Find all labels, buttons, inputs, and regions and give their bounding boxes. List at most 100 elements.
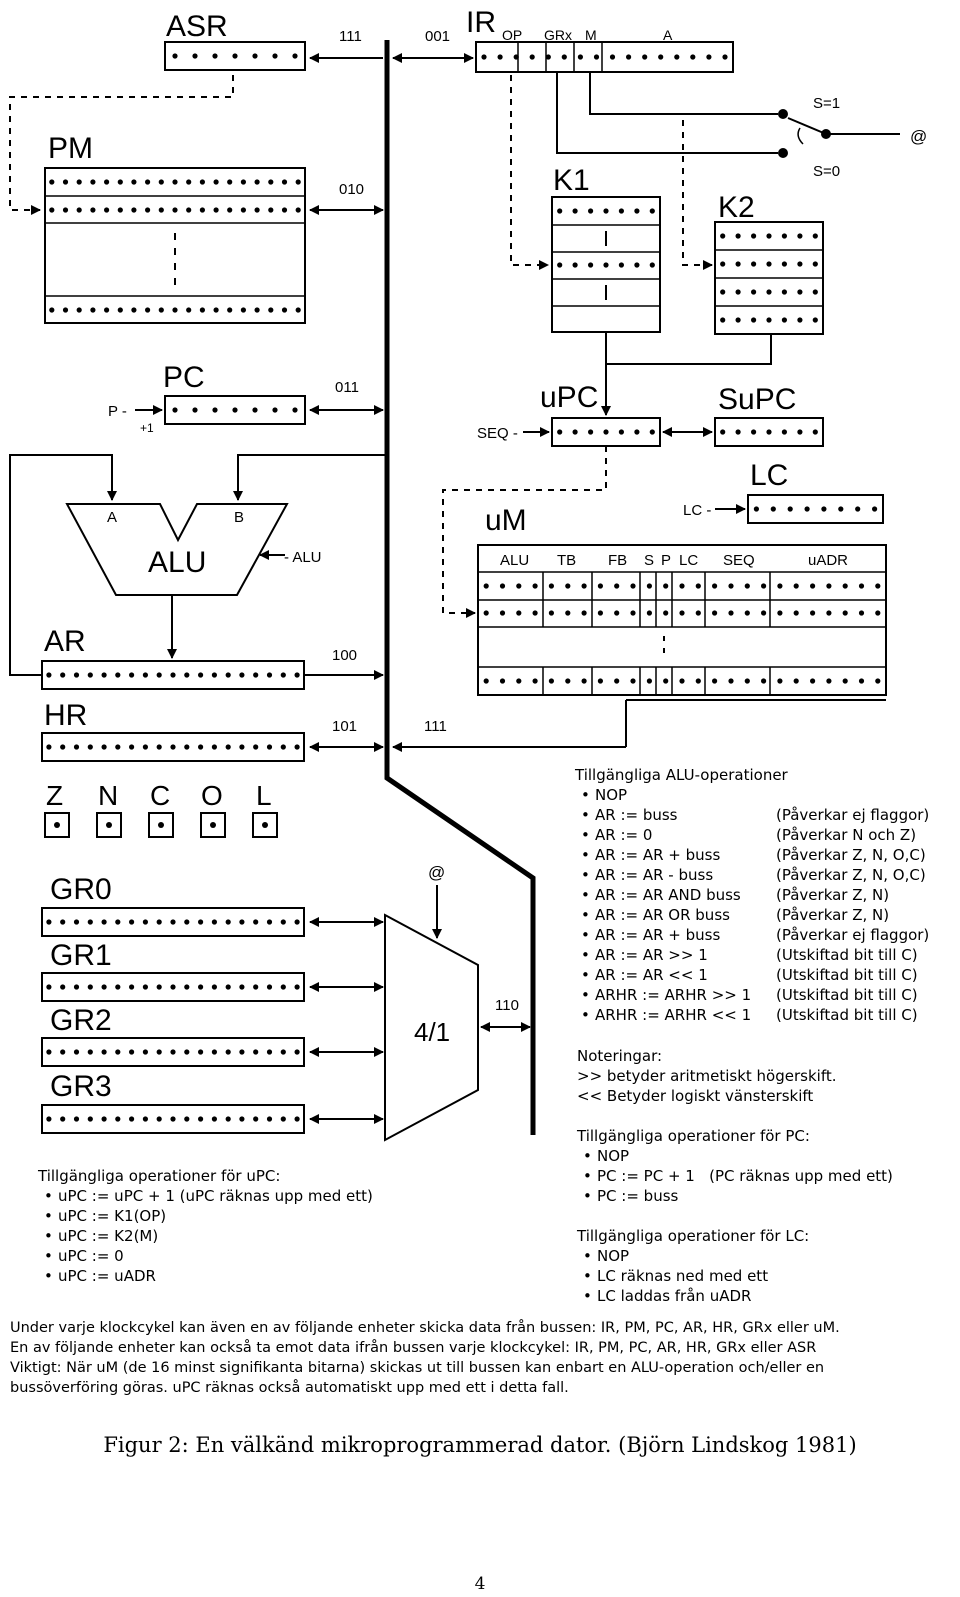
s-switch <box>778 109 900 158</box>
register-bit-dot <box>101 919 107 925</box>
register-bit-dot <box>142 744 148 750</box>
register-bit-dot <box>73 984 80 990</box>
alu-op-note: (Påverkar Z, N) <box>776 886 890 904</box>
memory-pm <box>44 167 306 324</box>
list-item: uPC := 0 <box>38 1246 373 1266</box>
register-bit-dot <box>793 610 799 616</box>
register-bit-dot <box>266 672 273 678</box>
register-bit-dot <box>735 317 741 323</box>
register-bit-dot <box>49 207 55 213</box>
register-bit-dot <box>826 583 832 589</box>
register-bit-dot <box>225 1116 231 1122</box>
supc-label: SuPC <box>718 383 796 416</box>
register-bit-dot <box>170 1049 176 1055</box>
register-bit-dot <box>104 207 110 213</box>
mux-label: 4/1 <box>414 1017 450 1047</box>
register-bit-dot <box>728 678 734 684</box>
register-bit-dot <box>777 610 783 616</box>
um-label: uM <box>485 504 527 537</box>
register-bit-dot <box>557 262 563 268</box>
register-bit-dot <box>787 506 793 512</box>
register-bit-dot <box>192 53 198 59</box>
register-bit-dot <box>777 583 783 589</box>
pc-label: PC <box>163 361 205 394</box>
register-bit-dot <box>225 984 231 990</box>
register-bit-dot <box>618 429 625 435</box>
register-bit-dot <box>129 1049 135 1055</box>
register-bit-dot <box>268 179 274 185</box>
register-bit-dot <box>658 54 664 60</box>
um-field-fb: FB <box>608 552 627 569</box>
register-bit-dot <box>294 984 300 990</box>
bus-transfer-notes: Under varje klockcykel kan även en av fö… <box>10 1318 950 1398</box>
register-bit-dot <box>593 54 600 60</box>
register-bit-dot <box>131 179 137 185</box>
register-bit-dot <box>603 429 609 435</box>
register-bit-dot <box>810 678 816 684</box>
register-bit-dot <box>281 207 288 213</box>
register-bit-dot <box>572 262 578 268</box>
register-bit-dot <box>211 744 217 750</box>
list-item: AR := AR OR buss(Påverkar Z, N) <box>575 905 889 925</box>
register-bit-dot <box>129 1116 135 1122</box>
register-bit-dot <box>145 307 151 313</box>
register-bit-dot <box>158 207 164 213</box>
register-bit-dot <box>60 672 66 678</box>
figure-caption: Figur 2: En välkänd mikroprogrammerad da… <box>103 1433 857 1457</box>
alu-b-label: B <box>234 509 244 526</box>
k1-label: K1 <box>553 164 590 197</box>
register-bit-dot <box>614 610 620 616</box>
paragraph-line: Under varje klockcykel kan även en av fö… <box>10 1320 840 1336</box>
alu-op-note: (Påverkar Z, N) <box>776 906 890 924</box>
ir-op-label: OP <box>502 27 522 43</box>
register-bit-dot <box>588 208 594 214</box>
register-bit-dot <box>73 672 80 678</box>
register-bit-dot <box>142 1116 148 1122</box>
register-bit-dot <box>142 1049 148 1055</box>
register-bit-dot <box>499 583 506 589</box>
register-bit-dot <box>821 506 827 512</box>
register-bit-dot <box>184 1049 190 1055</box>
list-item: AR := AR + buss(Påverkar ej flaggor) <box>575 925 929 945</box>
code-asr: 111 <box>339 28 362 45</box>
register-bit-dot <box>62 207 69 213</box>
alu-op: AR := AR + buss <box>595 846 721 864</box>
register-bit-dot <box>826 678 832 684</box>
alu-label: ALU <box>148 546 206 579</box>
register-bit-dot <box>199 207 205 213</box>
register-bit-dot <box>634 208 640 214</box>
paragraph-line: En av följande enheter kan också ta emot… <box>10 1340 817 1356</box>
register-bit-dot <box>184 919 190 925</box>
register-bit-dot <box>761 583 767 589</box>
list-item: AR := AR AND buss(Påverkar Z, N) <box>575 885 889 905</box>
register-bit-dot <box>87 744 93 750</box>
register-bit-dot <box>529 54 535 60</box>
register-gr2 <box>41 1037 305 1067</box>
register-bit-dot <box>129 984 135 990</box>
um-field-seq: SEQ <box>723 552 755 569</box>
register-bit-dot <box>186 179 192 185</box>
register-bit-dot <box>142 984 148 990</box>
register-bit-dot <box>646 583 653 589</box>
register-bit-dot <box>793 678 799 684</box>
memory-k2 <box>714 221 824 335</box>
register-bit-dot <box>211 919 217 925</box>
list-item: AR := buss(Påverkar ej flaggor) <box>575 805 929 825</box>
register-bit-dot <box>117 207 123 213</box>
register-bit-dot <box>516 678 522 684</box>
code-ir: 001 <box>425 28 450 45</box>
register-bit-dot <box>751 261 757 267</box>
register-bit-dot <box>60 919 66 925</box>
list-item: AR := AR + buss(Påverkar Z, N, O,C) <box>575 845 926 865</box>
register-bit-dot <box>766 317 772 323</box>
register-bit-dot <box>295 179 301 185</box>
register-bit-dot <box>213 307 219 313</box>
register-bit-dot <box>240 307 246 313</box>
register-bit-dot <box>115 1049 121 1055</box>
register-bit-dot <box>225 1049 231 1055</box>
main-bus <box>384 40 536 1135</box>
list-item: uPC := uPC + 1 (uPC räknas upp med ett) <box>38 1186 373 1206</box>
code-hr: 101 <box>332 718 357 735</box>
register-bit-dot <box>614 583 620 589</box>
register-bit-dot <box>60 744 66 750</box>
